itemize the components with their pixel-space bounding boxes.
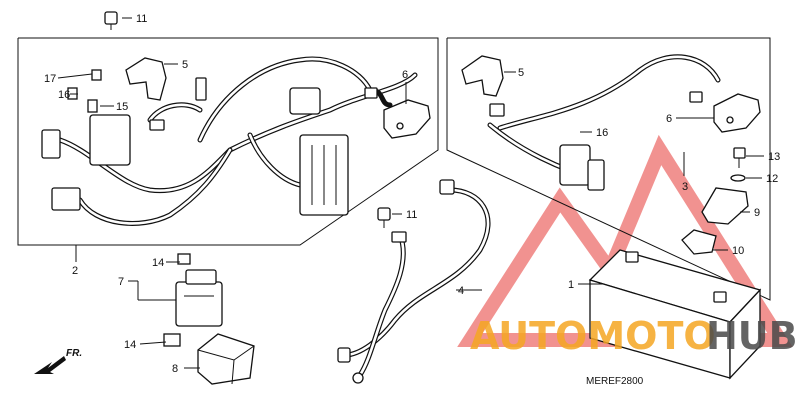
- callout-14-bottom: 14: [124, 339, 136, 351]
- fuse-17: [91, 69, 102, 81]
- fuse-15: [87, 99, 98, 113]
- fuse-14-bottom: [163, 333, 181, 347]
- callout-3: 3: [682, 181, 688, 193]
- battery: [588, 249, 762, 380]
- main-wire-harness: [41, 56, 418, 226]
- callout-1: 1: [568, 279, 574, 291]
- bolt-11-top: [104, 11, 118, 30]
- callout-5-right: 5: [518, 67, 524, 79]
- callout-4: 4: [458, 285, 464, 297]
- callout-11-top: 11: [136, 13, 147, 25]
- terminal-cover-right: [461, 55, 504, 97]
- leader-lines: [57, 17, 764, 369]
- callout-10: 10: [732, 245, 744, 257]
- callout-11-middle: 11: [406, 209, 417, 221]
- battery-cable: [487, 54, 721, 191]
- callout-6-right: 6: [666, 113, 672, 125]
- callout-2: 2: [72, 265, 78, 277]
- front-direction-arrow: FR.: [34, 348, 82, 374]
- terminal-cover-6-left: [383, 99, 431, 139]
- callout-5-left: 5: [182, 59, 188, 71]
- callout-7: 7: [118, 276, 124, 288]
- relay-cover-8: [197, 333, 255, 385]
- callout-9: 9: [754, 207, 760, 219]
- terminal-cover-left: [125, 57, 167, 101]
- callout-15: 15: [116, 101, 128, 113]
- bolt-13: [733, 147, 746, 168]
- fuse-14-top: [177, 253, 191, 265]
- frame-right: [446, 37, 771, 301]
- terminal-cover-6-right: [713, 93, 761, 133]
- callout-16-left: 16: [58, 89, 70, 101]
- callout-17: 17: [44, 73, 56, 85]
- callout-6-left: 6: [402, 69, 408, 81]
- starter-relay: [175, 269, 223, 327]
- callouts: 11 5 17 16 15 6 2 14 7 14 8 11 4 5 6 16 …: [44, 13, 780, 375]
- washer-12: [730, 174, 746, 182]
- svg-text:FR.: FR.: [66, 348, 82, 359]
- callout-8: 8: [172, 363, 178, 375]
- bolt-11-middle: [377, 207, 391, 228]
- bracket-9: [701, 187, 749, 225]
- negative-cable: [337, 179, 491, 384]
- watermark-text: AUTOMOTO HUB: [470, 314, 798, 358]
- callout-13: 13: [768, 151, 780, 163]
- svg-text:HUB: HUB: [706, 314, 798, 358]
- callout-16-right: 16: [596, 127, 608, 139]
- callout-14-top: 14: [152, 257, 164, 269]
- svg-text:AUTOMOTO: AUTOMOTO: [470, 314, 716, 358]
- cushion-10: [681, 229, 717, 255]
- diagram-code: MEREF2800: [586, 376, 644, 387]
- frame-left: [17, 37, 439, 246]
- callout-12: 12: [766, 173, 778, 185]
